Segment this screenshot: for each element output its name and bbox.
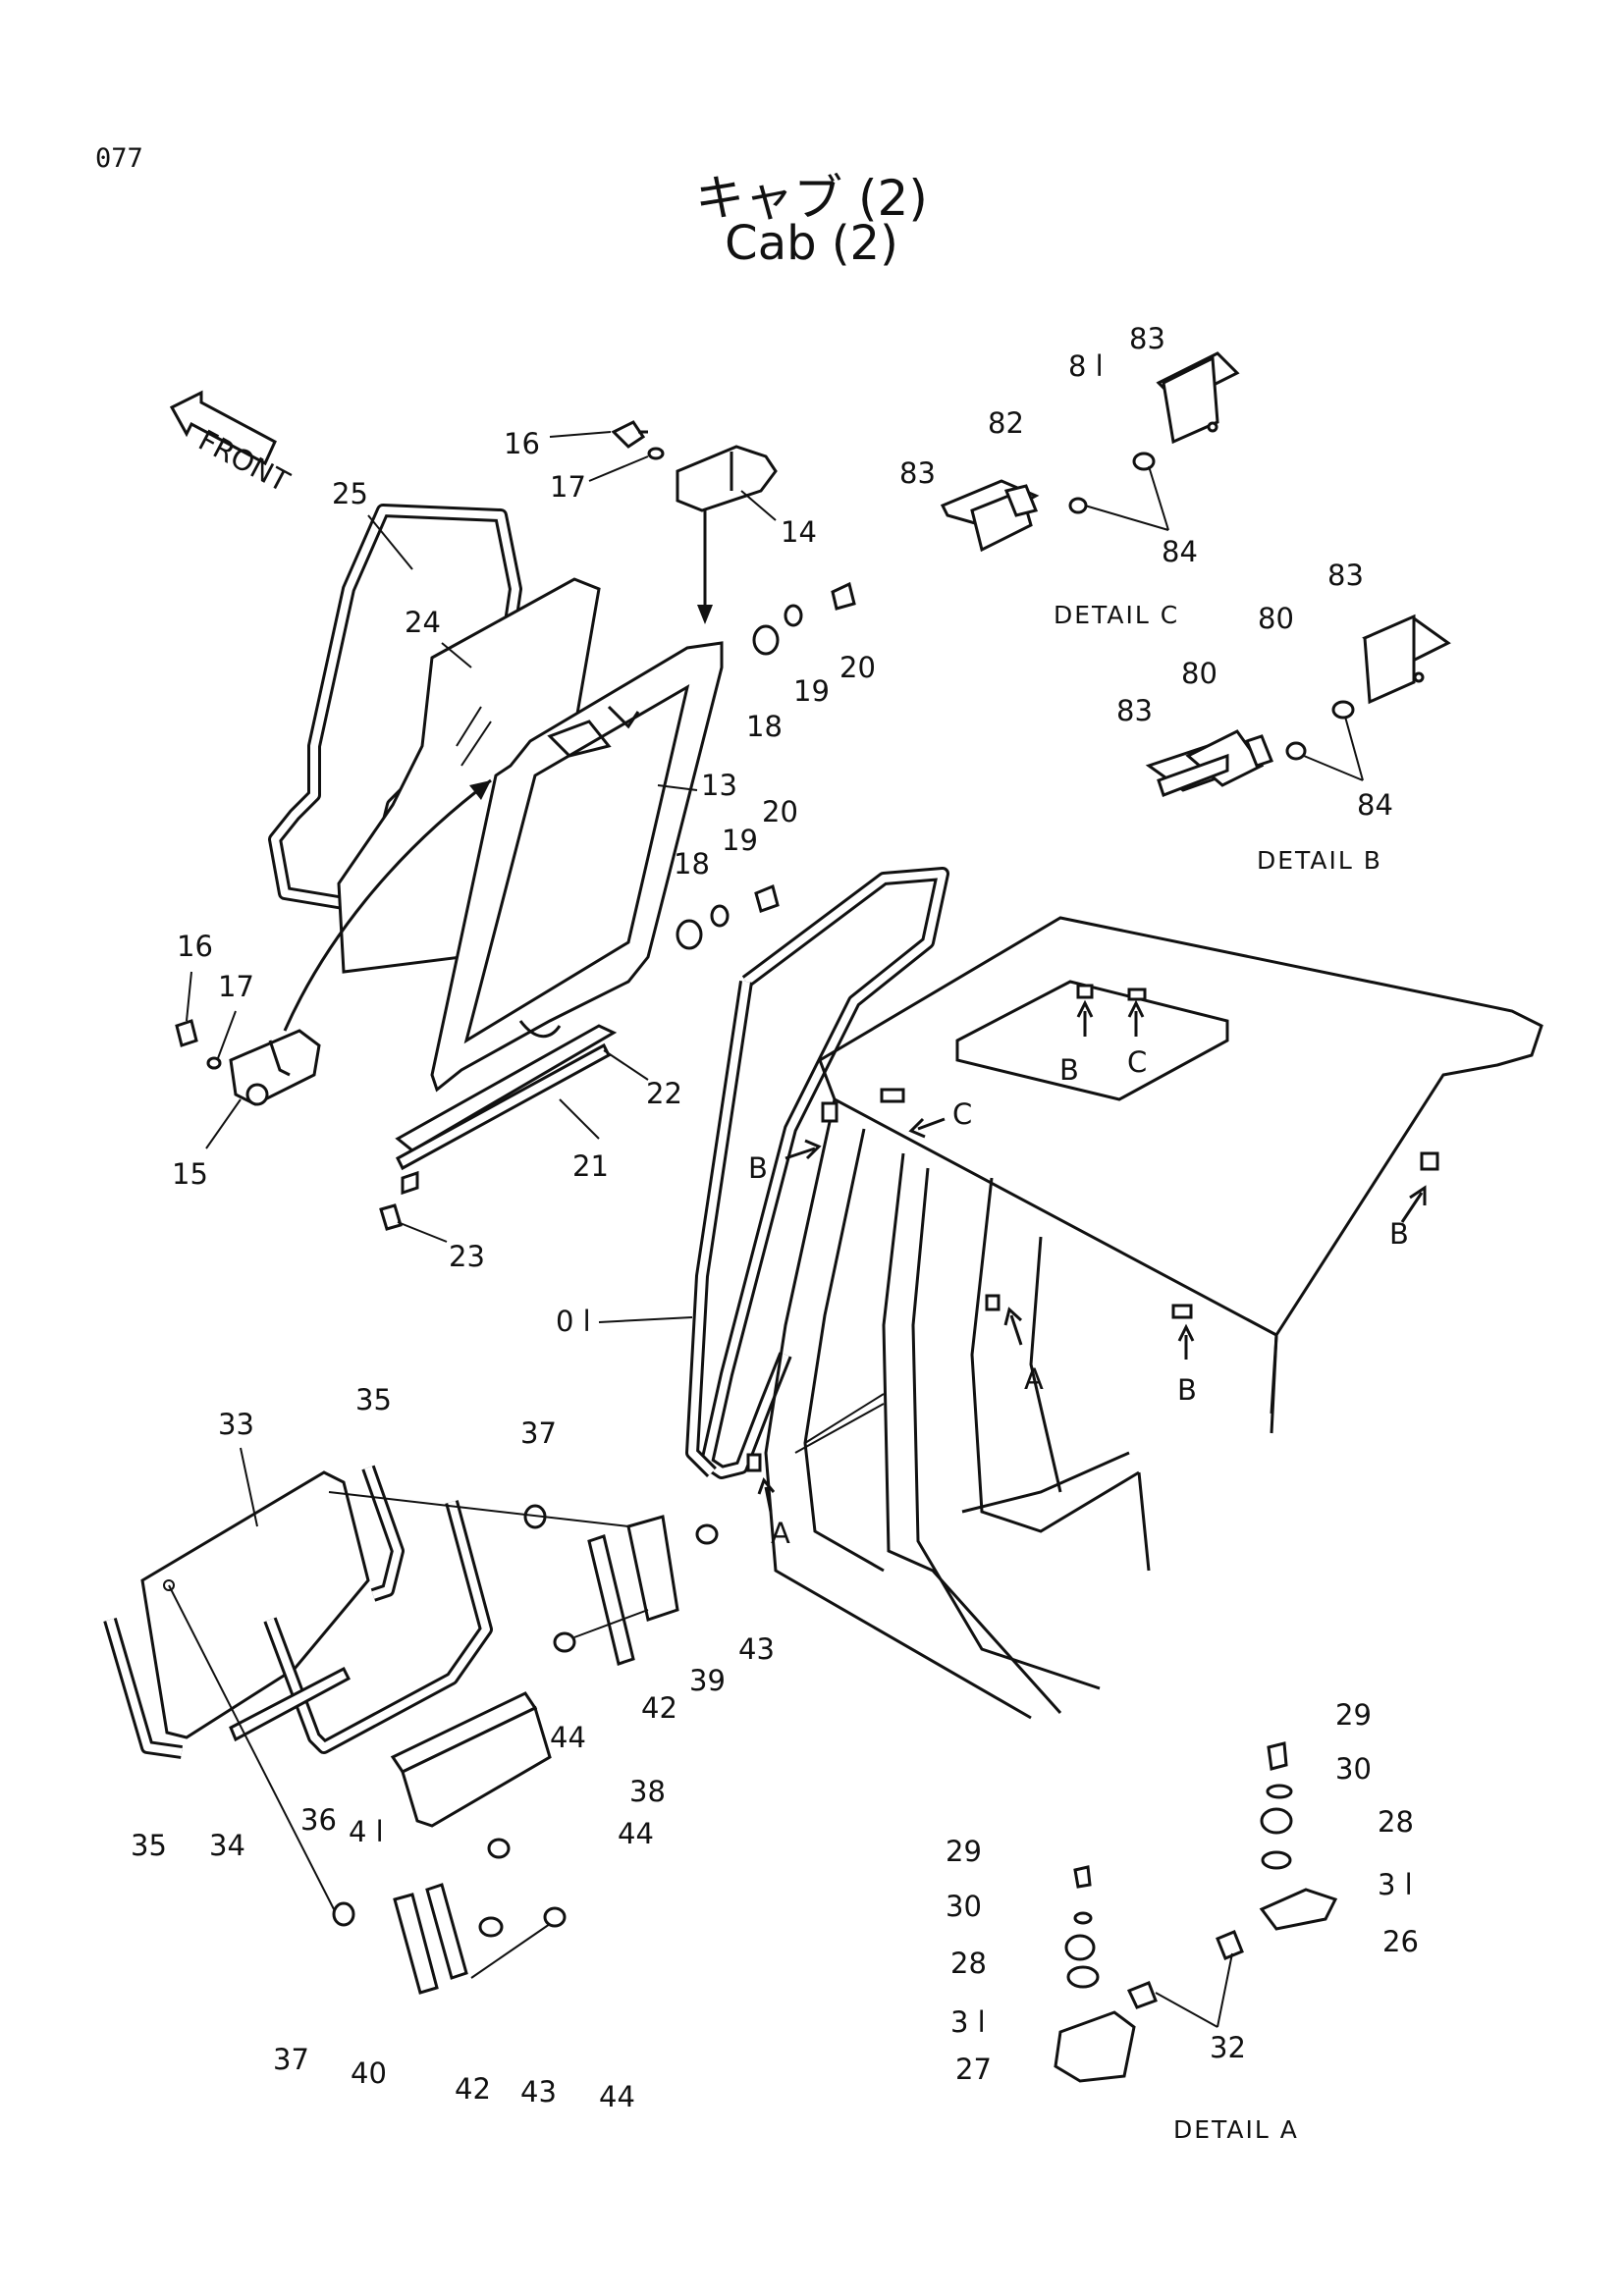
callout-01: 0 l	[556, 1305, 591, 1338]
callout-83b: 83	[899, 456, 936, 490]
callout-22: 22	[646, 1077, 682, 1110]
callout-43a: 43	[738, 1632, 775, 1666]
callout-33: 33	[218, 1408, 254, 1441]
detail-a	[1054, 1741, 1338, 2083]
title-english: Cab (2)	[725, 216, 898, 271]
callout-83d: 83	[1116, 694, 1153, 727]
callout-44b: 44	[618, 1817, 654, 1850]
callout-80a: 80	[1258, 602, 1294, 635]
callout-17: 17	[550, 470, 586, 504]
leader-lines	[186, 431, 777, 1527]
detail-c	[940, 351, 1240, 553]
view-letter-a1: A	[1024, 1362, 1044, 1396]
callout-84b: 84	[1357, 788, 1393, 822]
latch-14	[676, 445, 778, 512]
callout-30b: 30	[946, 1890, 982, 1923]
callout-16b: 16	[177, 930, 213, 963]
brackets-38-42	[168, 1491, 719, 1995]
front-label: FRONT	[193, 423, 296, 499]
callout-37a: 37	[520, 1416, 557, 1450]
callout-32: 32	[1210, 2031, 1246, 2064]
cab-body	[746, 916, 1543, 1720]
callout-19a: 19	[793, 674, 830, 708]
callout-81: 8 l	[1068, 349, 1104, 383]
callout-39: 39	[689, 1664, 726, 1697]
callout-31a: 3 l	[1378, 1868, 1413, 1901]
window-frame-13	[430, 641, 724, 1093]
detail-c-label: DETAIL C	[1054, 601, 1179, 629]
bolt-16-lower	[175, 1019, 222, 1070]
view-letter-b3: B	[1389, 1217, 1409, 1251]
callout-36: 36	[300, 1803, 337, 1837]
callout-16: 16	[504, 427, 540, 460]
view-letters: B C B C B B A A	[748, 1045, 1409, 1550]
callout-84a: 84	[1162, 535, 1198, 568]
callout-82: 82	[988, 406, 1024, 440]
callout-37b: 37	[273, 2043, 309, 2076]
callout-83a: 83	[1129, 322, 1165, 355]
callout-35a: 35	[355, 1383, 392, 1416]
side-glass-33	[140, 1470, 370, 1739]
callout-15: 15	[172, 1157, 208, 1191]
callout-38: 38	[629, 1775, 666, 1808]
callout-35b: 35	[131, 1829, 167, 1862]
view-letter-c1: C	[1127, 1045, 1147, 1079]
view-letter-b2: B	[748, 1151, 768, 1185]
view-letter-b1: B	[1059, 1053, 1079, 1087]
page-number: 077	[95, 143, 143, 174]
callout-21: 21	[572, 1149, 609, 1183]
callout-43b: 43	[520, 2075, 557, 2109]
callout-42a: 42	[641, 1691, 677, 1725]
callout-13: 13	[701, 769, 737, 802]
bolt-16-top	[611, 420, 665, 460]
callout-19b: 19	[722, 824, 758, 857]
roller-18-lower	[676, 883, 780, 950]
callout-83c: 83	[1327, 559, 1364, 592]
roller-18-upper	[752, 581, 856, 656]
door-seal-01	[685, 867, 949, 1479]
assembly-arrow-15	[283, 778, 492, 1032]
detail-b	[1145, 614, 1451, 797]
callout-17b: 17	[218, 970, 254, 1003]
callout-18a: 18	[746, 710, 783, 743]
callout-44c: 44	[599, 2080, 635, 2113]
callout-14: 14	[781, 515, 817, 549]
callout-41: 4 l	[349, 1815, 384, 1848]
front-arrow: FRONT	[169, 390, 296, 499]
callout-20b: 20	[762, 795, 798, 828]
detail-b-label: DETAIL B	[1257, 846, 1382, 875]
callout-labels: 16 17 14 25 24 13 18 19 20 18 19 20 16 1…	[131, 322, 1419, 2113]
callout-34: 34	[209, 1829, 245, 1862]
callout-31b: 3 l	[950, 2005, 986, 2039]
view-arrows	[757, 999, 1427, 1513]
callout-26: 26	[1382, 1925, 1419, 1958]
callout-40: 40	[351, 2056, 387, 2090]
view-letter-b4: B	[1177, 1373, 1197, 1407]
callout-24: 24	[405, 606, 441, 639]
callout-28a: 28	[1378, 1805, 1414, 1839]
callout-80b: 80	[1181, 657, 1217, 690]
callout-29b: 29	[946, 1835, 982, 1868]
bolt-23	[379, 1203, 403, 1231]
callout-27: 27	[955, 2053, 992, 2086]
view-letter-c2: C	[952, 1097, 972, 1131]
latch-15	[229, 1029, 321, 1106]
callout-18b: 18	[674, 847, 710, 881]
callout-25: 25	[332, 477, 368, 510]
view-letter-a2: A	[771, 1517, 790, 1550]
callout-28b: 28	[950, 1947, 987, 1980]
title-japanese: キャブ (2)	[695, 170, 928, 227]
callout-30a: 30	[1335, 1752, 1372, 1786]
detail-a-label: DETAIL A	[1173, 2115, 1299, 2144]
rail-21-22	[395, 1024, 618, 1196]
callout-20a: 20	[839, 651, 876, 684]
callout-44a: 44	[550, 1721, 586, 1754]
callout-29a: 29	[1335, 1698, 1372, 1732]
callout-42b: 42	[455, 2072, 491, 2106]
seals-34-36	[103, 1465, 493, 1759]
callout-23: 23	[449, 1240, 485, 1273]
